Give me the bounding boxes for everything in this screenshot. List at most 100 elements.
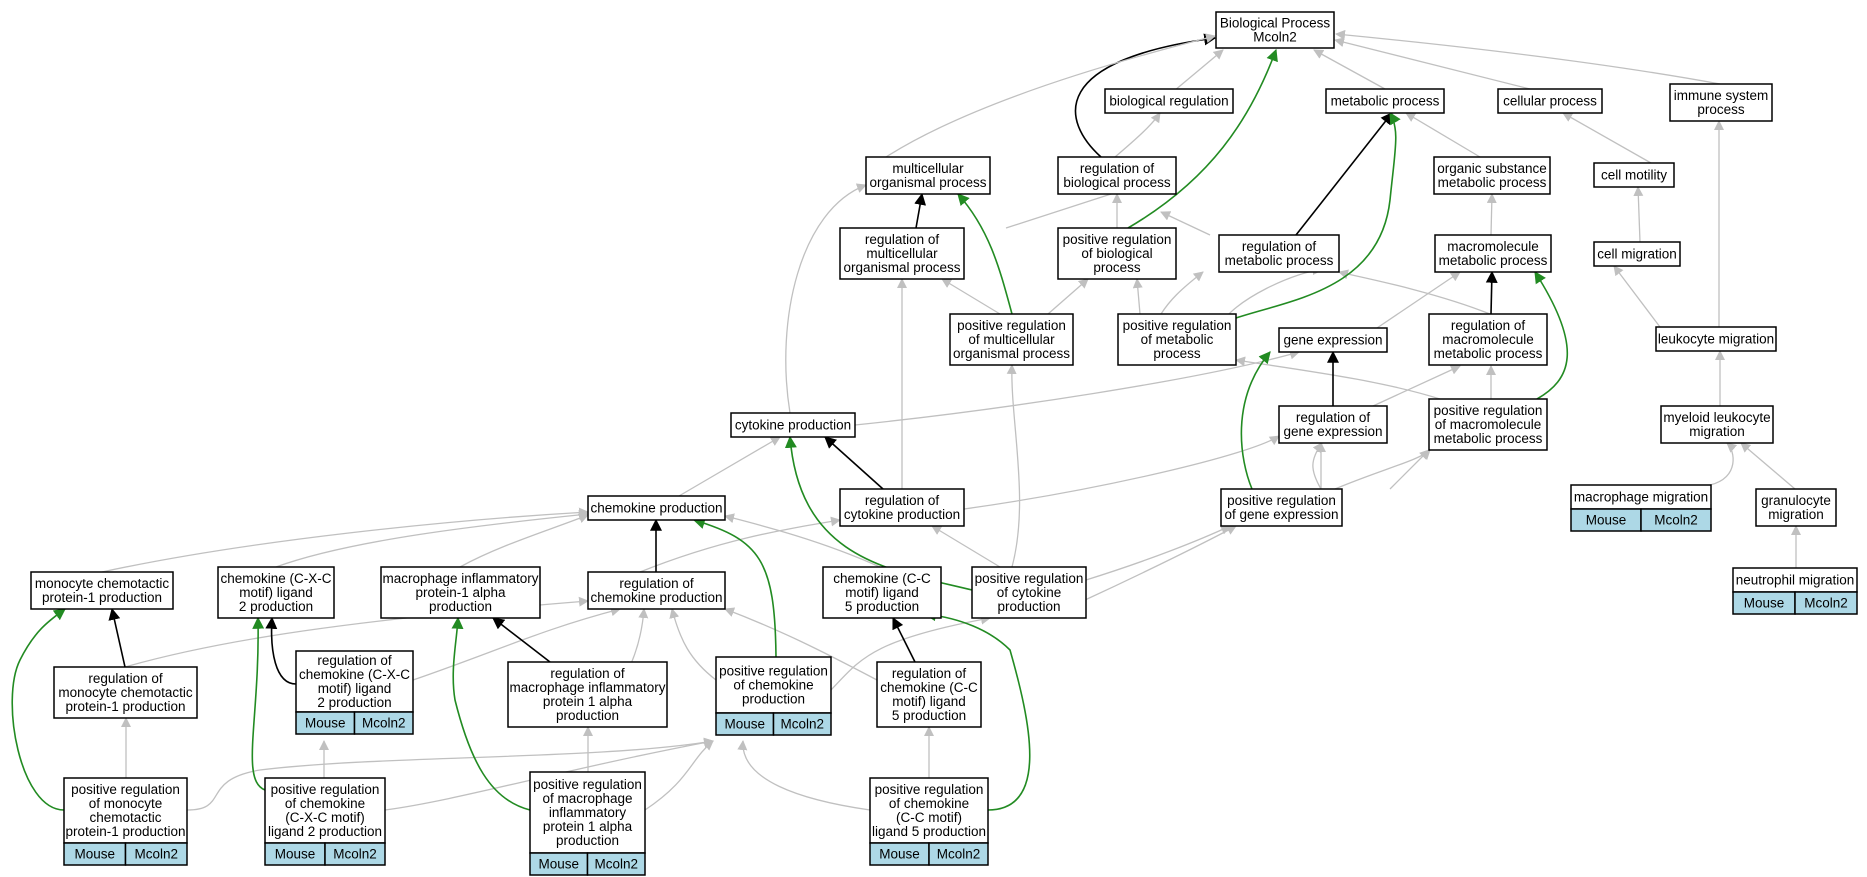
node-box: [1278, 327, 1388, 353]
node-box: [971, 566, 1087, 619]
node-box: [53, 666, 198, 719]
node-box: [1428, 313, 1548, 366]
node-label-line: of cytokine: [997, 585, 1062, 600]
node-box: [30, 571, 174, 610]
node-label-line: organismal process: [953, 346, 1070, 361]
node-box: [1057, 227, 1177, 280]
go-term-node-cmig[interactable]: cell migration: [1593, 241, 1681, 267]
node-label-line: multicellular: [892, 161, 964, 176]
is-a-edge: [1334, 37, 1531, 90]
node-label-line: positive regulation: [975, 571, 1084, 586]
node-box: [63, 777, 188, 844]
go-term-node-breg[interactable]: biological regulation: [1104, 88, 1234, 114]
node-box: [876, 661, 982, 728]
is-a-edge: [1312, 442, 1323, 490]
node-label-line: inflammatory: [549, 805, 627, 820]
go-term-node-cyto[interactable]: cytokine production: [730, 412, 856, 438]
node-label-line: (C-X-C motif): [285, 810, 365, 825]
node-label-line: metabolic process: [1331, 94, 1440, 109]
node-box: [1593, 241, 1681, 267]
node-box: [587, 571, 726, 610]
annotation-gene-cell: [586, 852, 646, 876]
node-label-line: positive regulation: [875, 782, 984, 797]
node-box: [217, 566, 335, 619]
go-term-node-geneexp[interactable]: gene expression: [1278, 327, 1388, 353]
annotation-species-label: Mouse: [1744, 596, 1785, 611]
is-a-edge: [1335, 29, 1721, 85]
node-label-line: of macromolecule: [1435, 417, 1542, 432]
node-box: [1218, 234, 1340, 273]
is-a-edge: [384, 737, 714, 811]
go-term-node-cmot[interactable]: cell motility: [1593, 162, 1675, 188]
node-label-line: positive regulation: [1227, 493, 1336, 508]
node-box: [949, 313, 1074, 366]
node-label-line: cell motility: [1601, 168, 1667, 183]
node-label-line: macromolecule: [1442, 332, 1534, 347]
annotation-gene-label: Mcoln2: [780, 717, 824, 732]
go-term-node-chemo[interactable]: chemokine production: [587, 495, 726, 521]
regulates-edge: [914, 192, 927, 229]
go-term-node-met[interactable]: metabolic process: [1325, 88, 1445, 114]
annotation-gene-cell: [324, 842, 386, 866]
annotation-gene-cell: [1640, 508, 1712, 532]
annotation-species-label: Mouse: [305, 716, 346, 731]
is-a-edge: [941, 278, 1001, 315]
annotation-species-label: Mouse: [538, 857, 579, 872]
node-label-line: of metabolic: [1141, 332, 1214, 347]
positively-regulates-edge: [692, 517, 777, 658]
node-label-line: chemokine (C-X-C: [299, 667, 410, 682]
positively-regulates-edge: [1534, 270, 1569, 400]
go-term-node-cell[interactable]: cellular process: [1497, 88, 1603, 114]
node-box: [1278, 405, 1388, 444]
go-term-node-leuk[interactable]: leukocyte migration: [1655, 326, 1777, 352]
node-label-line: ligand 2 production: [268, 824, 382, 839]
node-label-line: of chemokine: [733, 678, 813, 693]
node-label-line: immune system: [1674, 88, 1769, 103]
is-a-edge: [1486, 193, 1497, 236]
regulates-edge: [492, 617, 551, 663]
is-a-edge: [737, 740, 871, 811]
annotation-gene-cell: [928, 842, 989, 866]
node-label-line: 5 production: [845, 599, 919, 614]
node-label-line: ligand 5 production: [872, 824, 986, 839]
node-label-line: Biological Process: [1220, 16, 1331, 31]
annotation-gene-cell: [353, 711, 414, 735]
positively-regulates-edge: [1240, 351, 1271, 490]
node-box: [264, 777, 386, 844]
